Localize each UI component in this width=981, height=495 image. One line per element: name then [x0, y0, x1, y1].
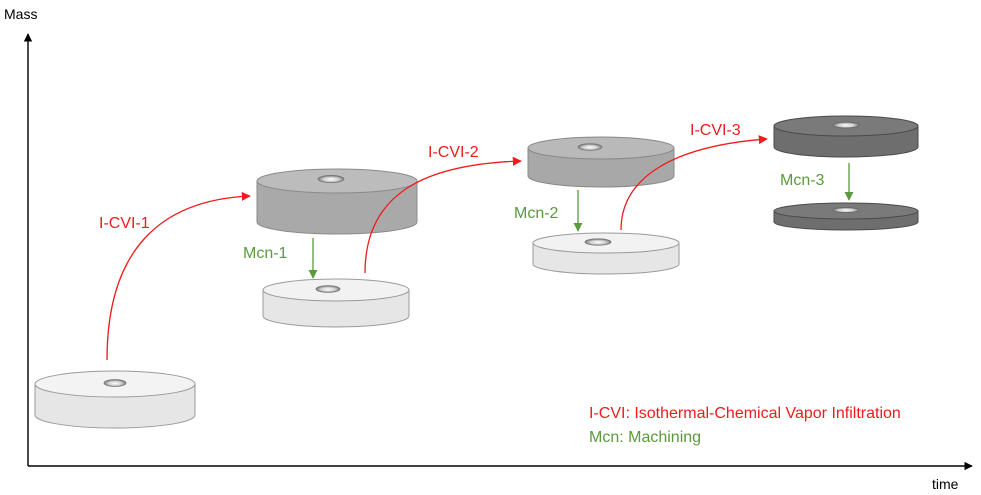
arrow-icvi-2 [364, 156, 522, 274]
disc-hole [103, 379, 127, 387]
disc-hole [317, 174, 345, 183]
label-icvi-1: I-CVI-1 [99, 215, 150, 232]
disc-hole [832, 121, 860, 129]
disc-hole [832, 207, 860, 213]
disc-hole [584, 238, 612, 246]
disc-after-icvi-3 [773, 115, 919, 158]
disc-after-mcn-1 [262, 278, 410, 328]
disc-hole [315, 285, 341, 293]
label-icvi-2: I-CVI-2 [428, 144, 479, 161]
legend-icvi: I-CVI: Isothermal-Chemical Vapor Infiltr… [589, 405, 901, 422]
disc-preform [34, 370, 196, 429]
label-icvi-3: I-CVI-3 [690, 122, 741, 139]
disc-hole [577, 143, 603, 151]
disc-after-icvi-2 [527, 136, 675, 188]
x-axis-label: time [932, 476, 959, 492]
disc-after-icvi-1 [256, 168, 418, 235]
arrow-icvi-3 [620, 135, 768, 231]
y-axis-label: Mass [4, 6, 37, 22]
label-mcn-2: Mcn-2 [514, 205, 559, 222]
disc-after-mcn-2 [532, 232, 680, 275]
legend-mcn: Mcn: Machining [589, 429, 701, 446]
disc-after-mcn-3 [773, 202, 919, 231]
label-mcn-1: Mcn-1 [243, 245, 288, 262]
label-mcn-3: Mcn-3 [780, 172, 825, 189]
arrow-icvi-1 [106, 191, 251, 361]
